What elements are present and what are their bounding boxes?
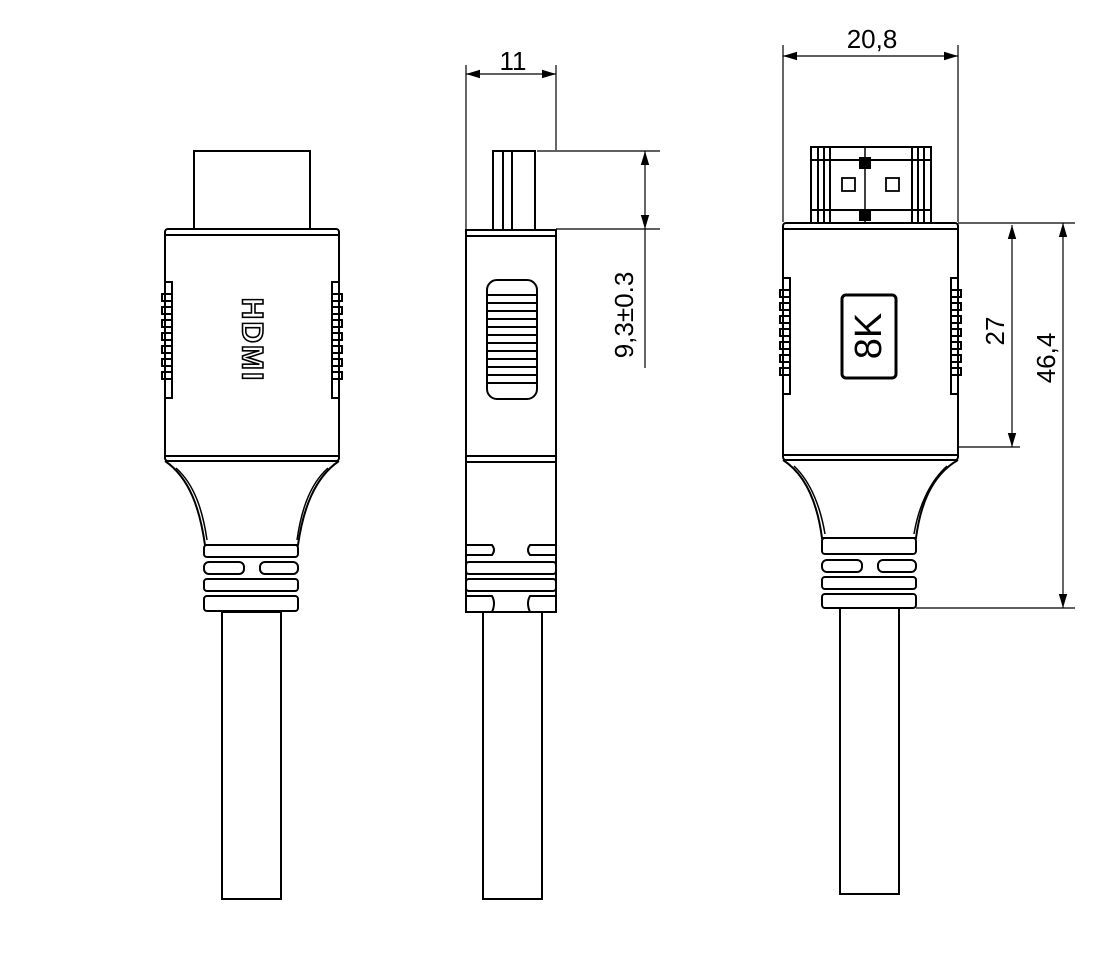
front-right-grip xyxy=(331,281,343,399)
dim-side-width xyxy=(465,65,557,229)
right-cable xyxy=(839,607,900,895)
side-grip-pad xyxy=(486,279,538,400)
right-left-grip xyxy=(779,277,791,395)
front-left-grip xyxy=(161,281,173,399)
right-ribbed-collar xyxy=(821,537,917,609)
dim-side-width-label: 11 xyxy=(500,46,527,76)
hdmi-logo: HDMI xyxy=(236,298,269,383)
front-strain-relief-inner xyxy=(175,467,329,541)
front-strain-relief xyxy=(164,460,340,546)
dim-front-width-label: 20,8 xyxy=(847,24,898,54)
front-cable xyxy=(221,611,282,900)
8k-badge: 8K xyxy=(840,293,898,380)
dim-tip-height-label: 9,3±0.3 xyxy=(609,272,639,359)
side-ribbed-collar xyxy=(465,544,557,613)
right-view-connector: 8K xyxy=(779,146,962,895)
right-plug-tip xyxy=(810,146,932,224)
dim-front-width xyxy=(782,45,959,222)
dim-body-height xyxy=(958,225,1020,448)
right-strain-relief xyxy=(782,459,959,539)
right-strain-relief-inner xyxy=(793,465,948,535)
front-plug-tip xyxy=(193,150,311,230)
side-plug-body xyxy=(465,229,557,463)
8k-badge-text: 8K xyxy=(848,313,890,359)
dim-overall-height-label: 46,4 xyxy=(1031,333,1061,384)
dim-overall-height xyxy=(916,222,1075,609)
right-right-grip xyxy=(950,277,962,395)
dim-body-height-label: 27 xyxy=(980,317,1010,346)
front-ribbed-collar xyxy=(203,544,299,612)
dim-tip-height xyxy=(537,150,660,368)
side-view-connector xyxy=(465,150,557,900)
side-cable xyxy=(482,611,543,900)
side-plug-tip xyxy=(492,150,536,231)
front-view-connector: HDMI xyxy=(161,150,343,900)
